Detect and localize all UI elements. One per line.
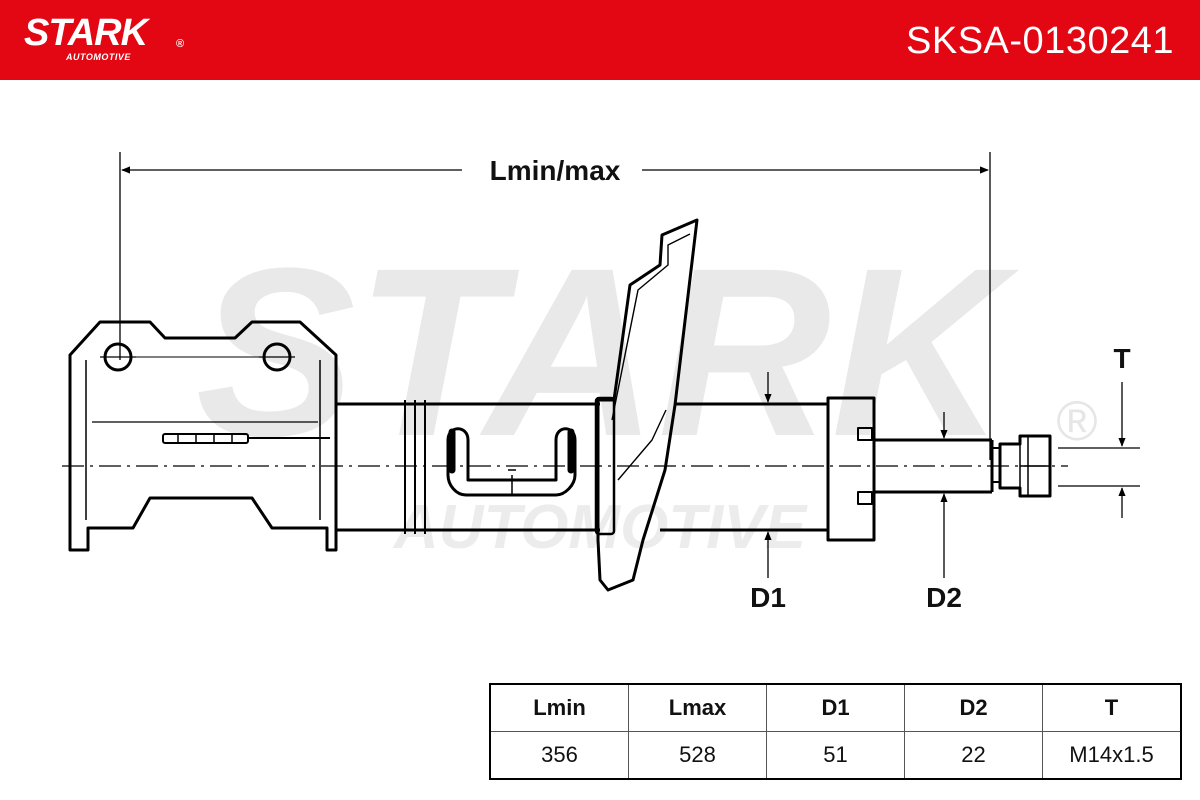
header-lmin: Lmin xyxy=(489,683,629,732)
spec-table-header-row: Lmin Lmax D1 D2 T xyxy=(489,683,1182,732)
top-cap xyxy=(826,396,876,542)
spring-seat-edge xyxy=(611,233,691,421)
value-d2: 22 xyxy=(904,731,1043,780)
header-lmax: Lmax xyxy=(628,683,767,732)
value-lmax: 528 xyxy=(628,731,767,780)
spring-seat-edge xyxy=(617,409,667,481)
watermark-registered-mark: ® xyxy=(1056,389,1097,452)
value-lmin: 356 xyxy=(489,731,629,780)
spring-seat xyxy=(596,218,699,592)
clamp-bushing xyxy=(448,428,575,474)
stark-logo: STARK ® AUTOMOTIVE xyxy=(24,12,184,62)
d2-label: D2 xyxy=(926,582,962,613)
dimension-lines xyxy=(119,152,1140,578)
watermark-brand: STARK xyxy=(196,218,1020,486)
stabilizer-bracket xyxy=(446,427,577,497)
cap-slot xyxy=(857,427,873,441)
d1-label: D1 xyxy=(750,582,786,613)
spec-table-value-row: 356 528 51 22 M14x1.5 xyxy=(489,731,1182,780)
header-bar: STARK ® AUTOMOTIVE SKSA-0130241 xyxy=(0,0,1200,80)
header-t: T xyxy=(1042,683,1182,732)
upper-tube xyxy=(660,402,828,532)
brand-watermark: STARK AUTOMOTIVE ® xyxy=(196,218,1098,562)
mounting-bracket xyxy=(68,320,338,552)
spec-table: Lmin Lmax D1 D2 T 356 528 51 22 M14x1.5 xyxy=(489,683,1182,780)
header-d2: D2 xyxy=(904,683,1043,732)
logo-brand-sub: AUTOMOTIVE xyxy=(66,52,131,62)
technical-drawing: STARK AUTOMOTIVE ® xyxy=(62,152,1140,613)
value-t: M14x1.5 xyxy=(1042,731,1182,780)
logo-registered-mark: ® xyxy=(176,38,185,50)
part-number: SKSA-0130241 xyxy=(906,20,1174,62)
top-nut xyxy=(998,434,1052,498)
header-d1: D1 xyxy=(766,683,905,732)
strut-drawing xyxy=(62,218,1068,592)
value-d1: 51 xyxy=(766,731,905,780)
strut-tube xyxy=(336,402,600,532)
length-label: Lmin/max xyxy=(490,155,621,186)
logo-brand: STARK xyxy=(24,12,148,54)
cap-slot xyxy=(857,491,873,505)
t-label: T xyxy=(1113,343,1130,374)
